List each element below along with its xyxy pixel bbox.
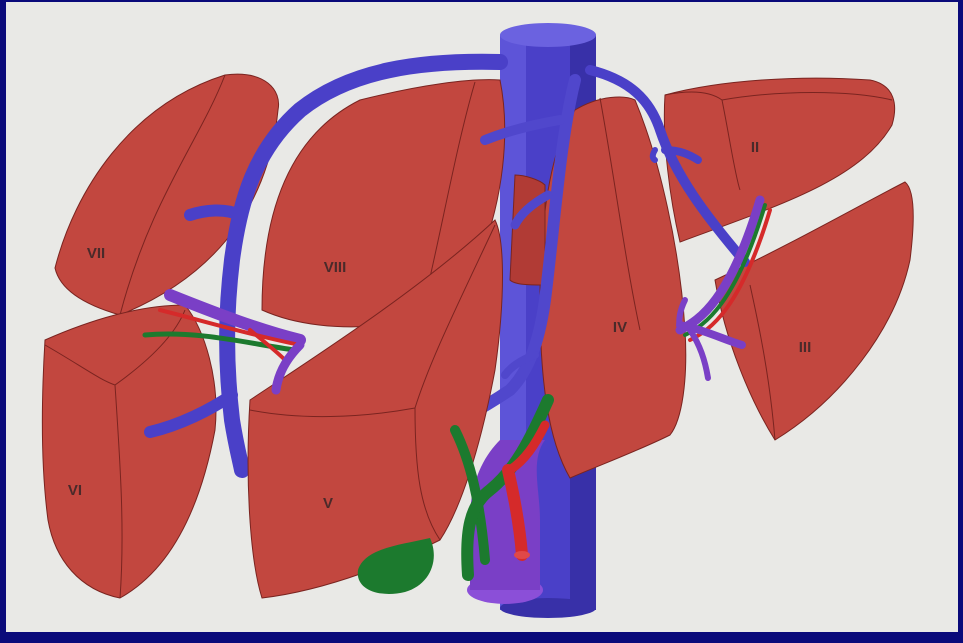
segment-label-v: V — [323, 495, 333, 512]
segment-label-iii: III — [799, 339, 812, 356]
segment-label-vi: VI — [68, 482, 82, 499]
segment-label-iv: IV — [613, 319, 627, 336]
segment-label-ii: II — [751, 139, 759, 156]
segment-label-vii: VII — [87, 245, 105, 262]
segment-label-viii: VIII — [324, 259, 347, 276]
